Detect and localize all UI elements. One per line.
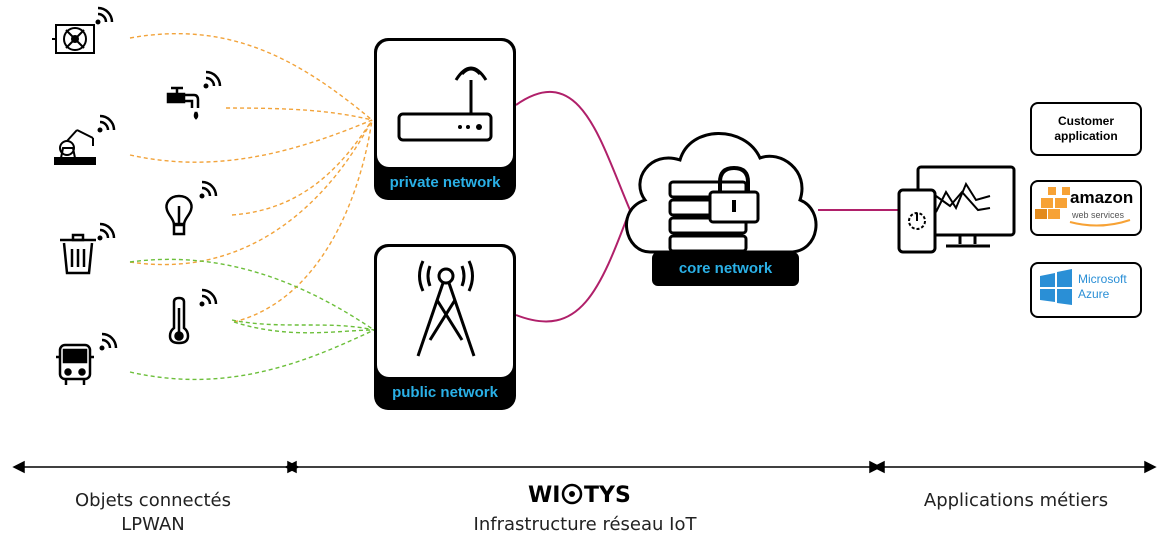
core-links (515, 90, 898, 323)
link-fan-private (129, 32, 373, 121)
core-network-label: core network (678, 260, 773, 277)
applications-section-label: Applications métiers (886, 489, 1146, 513)
private-links (129, 32, 373, 323)
customer-app-line2: application (1054, 129, 1118, 143)
logo-right-text: TYS (584, 483, 631, 508)
wiotys-logo: WI TYS (528, 483, 631, 508)
wifi-icon (97, 222, 116, 241)
private-network-label: private network (389, 174, 501, 191)
devices-section-label: Objets connectés LPWAN (40, 489, 266, 537)
trash-icon (60, 233, 96, 275)
link-public-core (515, 209, 631, 323)
robot-arm-icon (54, 129, 96, 165)
cloud-server-lock-icon (625, 132, 818, 254)
amazon-sub: web services (1072, 210, 1125, 220)
link-trash-private (129, 119, 373, 266)
link-thermo-private (233, 119, 373, 323)
azure-line1: Microsoft (1078, 272, 1127, 286)
devices-label-line1: Objets connectés (74, 490, 232, 511)
lightbulb-icon (165, 194, 193, 236)
microsoft-azure-card: Microsoft Azure (1030, 262, 1142, 318)
router-icon (397, 66, 493, 142)
antenna-tower-icon (416, 260, 476, 357)
logo-circle-icon (561, 483, 583, 505)
amazon-logo-icon (1035, 187, 1131, 227)
bus-icon (56, 343, 94, 385)
wifi-icon (203, 70, 222, 89)
link-trash-public (129, 258, 375, 331)
wifi-icon (97, 114, 116, 133)
devices-label-line2: LPWAN (121, 514, 185, 535)
link-robot-private (129, 119, 373, 163)
wifi-icon (199, 288, 218, 307)
fan-icon (52, 24, 95, 54)
core-network-label-bg (652, 252, 799, 286)
bottom-arrows (12, 460, 1157, 474)
amazon-web-services-card: amazon web services (1030, 180, 1142, 236)
link-private-core (515, 90, 631, 211)
public-network-node (374, 244, 516, 410)
link-robot-public (231, 319, 375, 331)
infrastructure-section-label: Infrastructure réseau IoT (420, 513, 750, 537)
faucet-icon (166, 86, 200, 120)
customer-app-line1: Customer (1057, 114, 1114, 128)
link-thermo-public (233, 321, 375, 334)
thermometer-icon (168, 296, 190, 345)
link-bulb-private (231, 119, 373, 216)
azure-line2: Azure (1078, 287, 1110, 301)
private-network-node (374, 38, 516, 200)
azure-logo-icon (1040, 269, 1072, 305)
link-bus-public (129, 329, 375, 381)
applications-label: Applications métiers (923, 490, 1109, 511)
wifi-icon (199, 180, 218, 199)
wifi-icon (95, 6, 114, 25)
wifi-icon (99, 332, 118, 351)
devices-icon (897, 165, 1016, 254)
public-network-label: public network (392, 384, 498, 401)
infrastructure-label: Infrastructure réseau IoT (473, 514, 697, 535)
customer-application-card: Customer application (1030, 102, 1142, 156)
public-links (129, 258, 375, 381)
logo-left-text: WI (528, 483, 560, 508)
link-faucet-private (225, 107, 373, 121)
amazon-name: amazon (1070, 188, 1134, 207)
